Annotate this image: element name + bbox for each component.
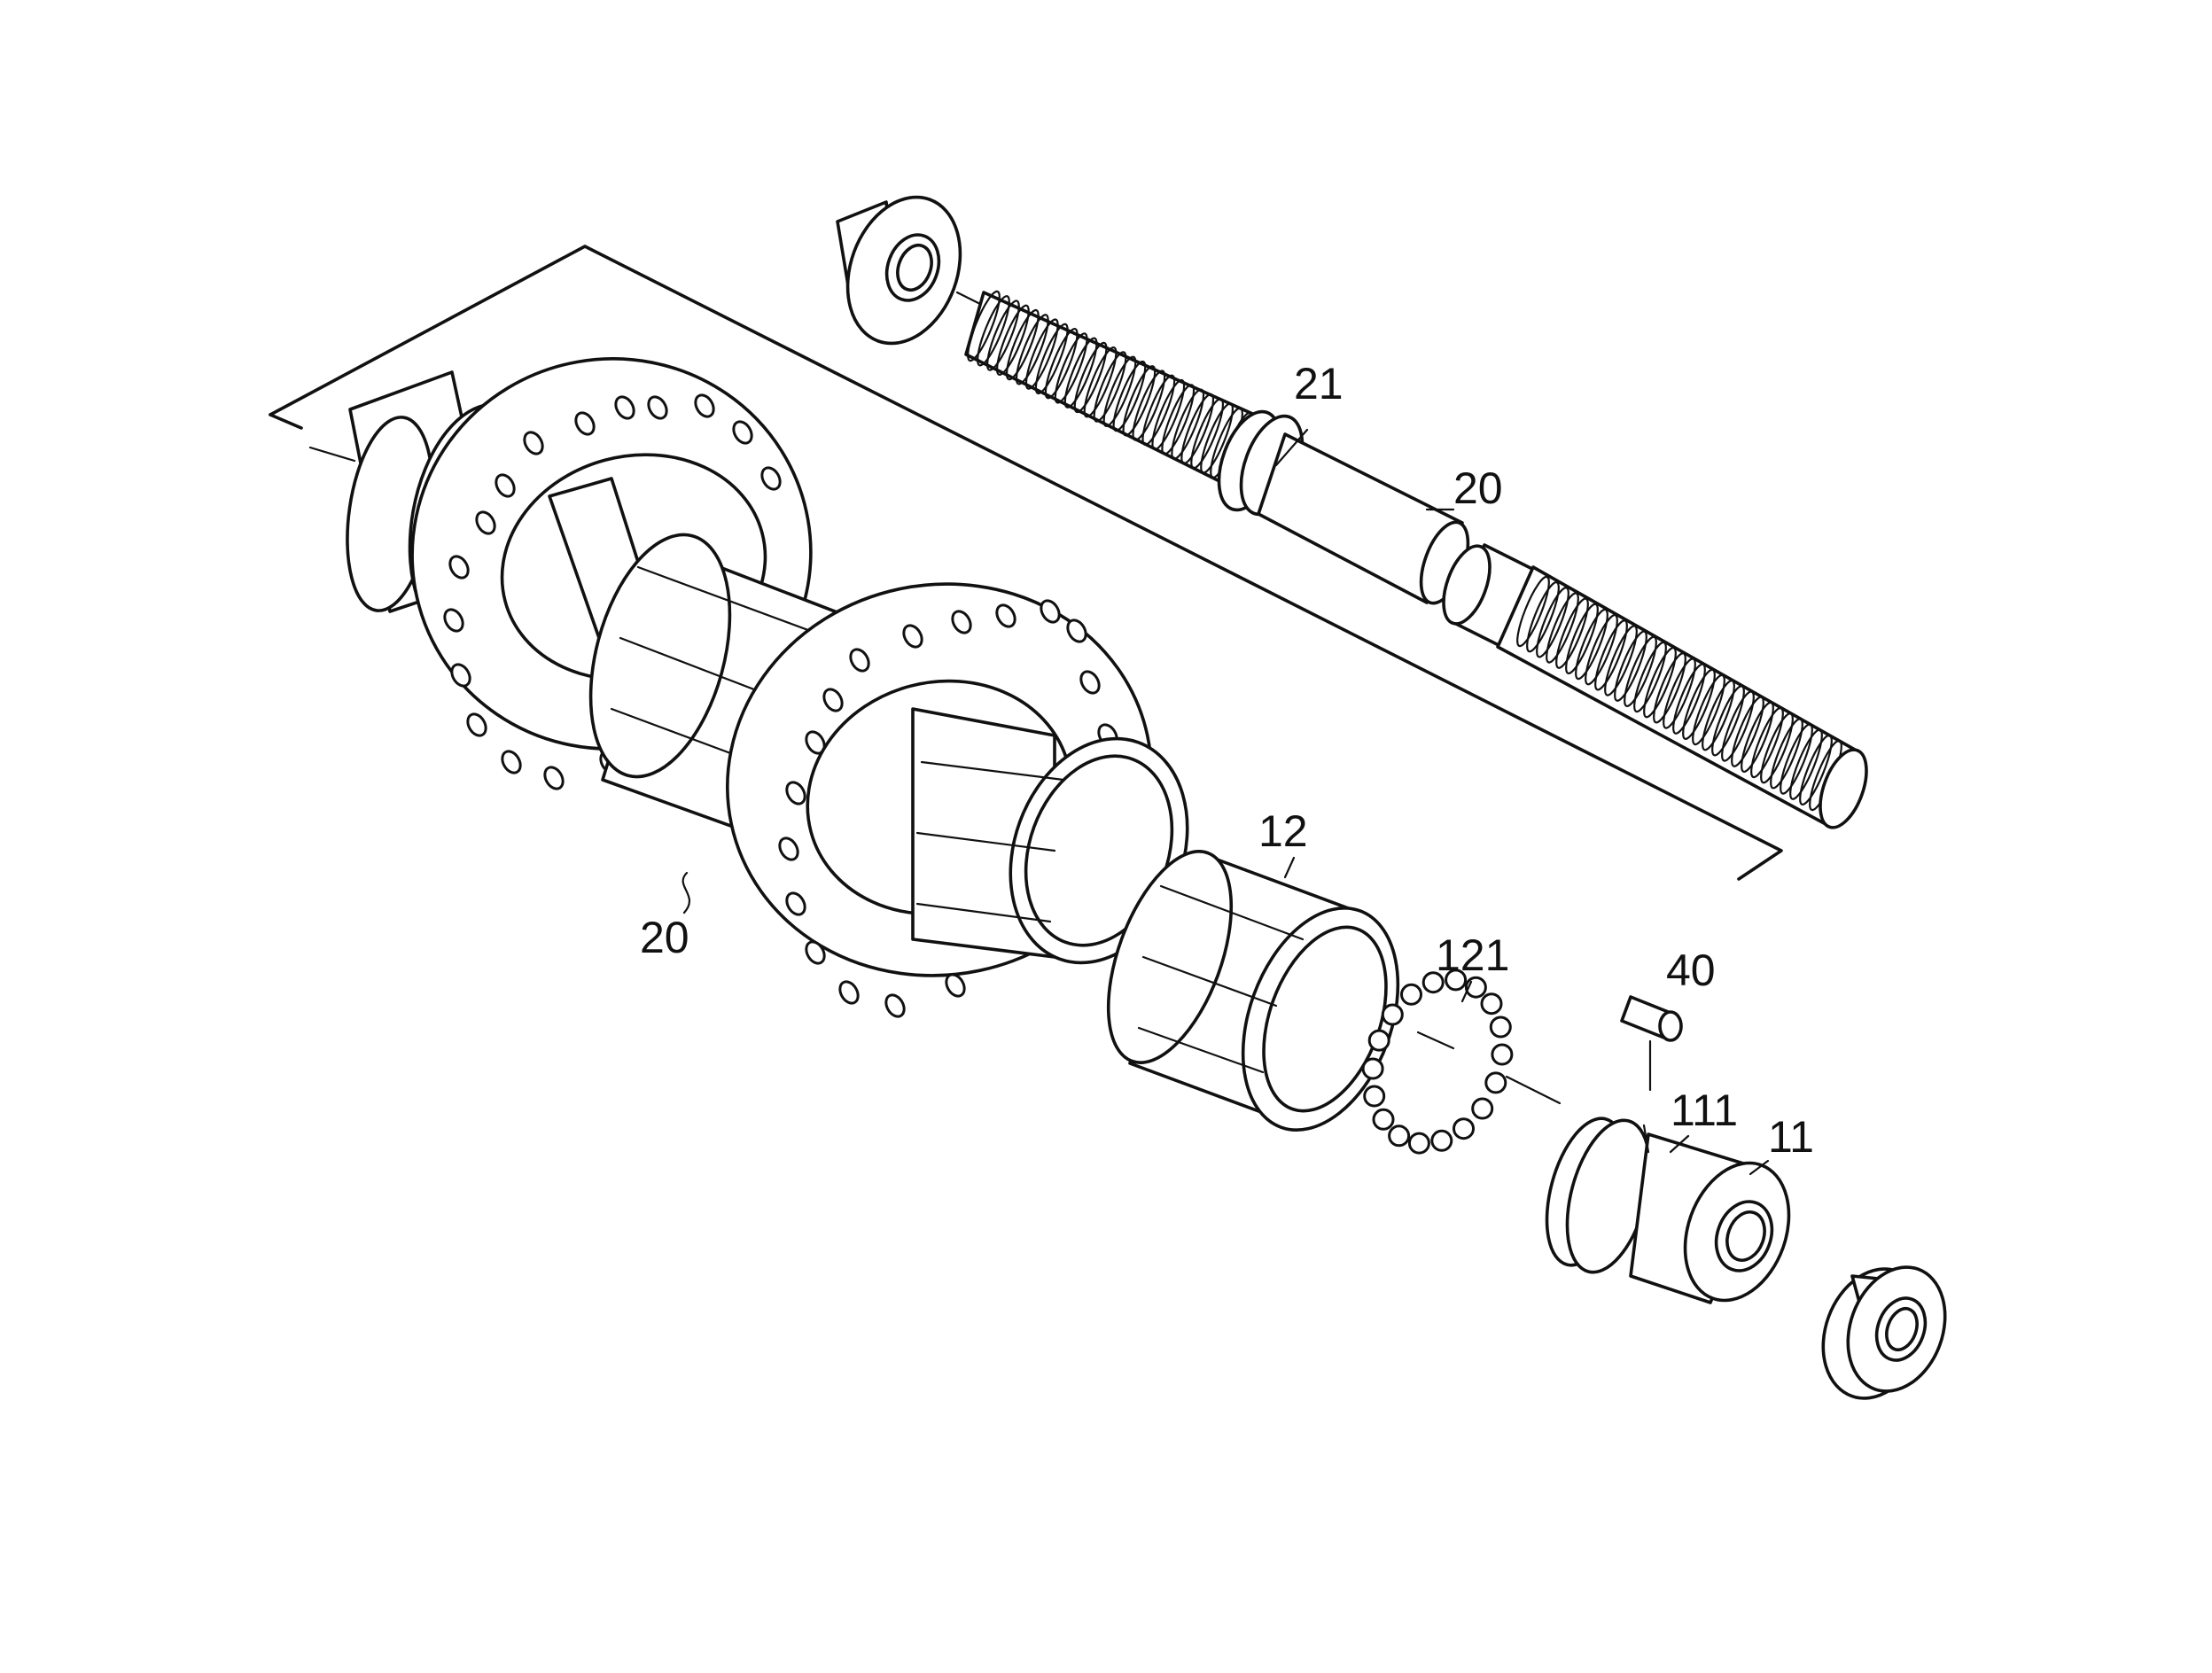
bearing-ball	[1361, 1057, 1384, 1080]
bearing-ball	[1430, 1129, 1453, 1152]
thread-ridge	[1112, 360, 1147, 432]
label-axle-collar: 21	[1294, 359, 1344, 409]
label-bearing-balls: 121	[1436, 930, 1509, 980]
thread-ridge	[967, 290, 1001, 362]
label-sleeve: 12	[1258, 806, 1308, 856]
pin	[1620, 995, 1683, 1092]
right-flange-spoke-holes	[778, 599, 1118, 1018]
thread-ridge	[1171, 388, 1205, 460]
sleeve	[1106, 850, 1400, 1132]
thread-ridge	[1731, 696, 1764, 767]
axle-shaft	[1257, 432, 1470, 605]
thread-ridge	[986, 300, 1020, 371]
label-bearing-cone: 11	[1768, 1112, 1814, 1162]
hub-body	[308, 357, 1189, 1018]
thread-ridge	[1555, 597, 1589, 669]
thread-ridge	[1034, 323, 1069, 395]
thread-ridge	[1161, 384, 1196, 455]
bearing-cone	[1545, 1117, 1791, 1304]
thread-ridge	[1063, 337, 1098, 409]
label-pin: 40	[1666, 945, 1716, 995]
axle-end-nut-lower	[1821, 1265, 1947, 1400]
thread-ridge	[1604, 625, 1638, 696]
thread-ridge	[1536, 587, 1569, 658]
thread-ridge	[1015, 314, 1049, 385]
thread-ridge	[1789, 728, 1823, 800]
thread-ridge	[1122, 365, 1157, 437]
thread-ridge	[1180, 393, 1215, 465]
bearing-ball	[1491, 1043, 1514, 1066]
label-pin-hole: 111	[1671, 1086, 1738, 1135]
thread-ridge	[1624, 635, 1657, 708]
left-flange-spoke-holes	[443, 393, 782, 790]
bearing-ball	[1367, 1029, 1390, 1052]
thread-ridge	[1672, 663, 1706, 735]
axle-thread-lower	[1496, 565, 1868, 829]
bearing-ball	[1445, 969, 1468, 992]
thread-ridge	[1692, 673, 1725, 746]
label-axle: 20	[1453, 463, 1503, 513]
bearing-ball	[1400, 983, 1422, 1006]
thread-ridge	[1005, 308, 1040, 381]
thread-ridge	[1741, 701, 1774, 774]
thread-ridge	[1760, 712, 1794, 784]
thread-ridge	[1102, 355, 1137, 427]
thread-ridge	[1546, 592, 1579, 664]
axle-thread-upper	[964, 290, 1260, 489]
thread-ridge	[1141, 374, 1176, 447]
label-hub-body: 20	[640, 913, 689, 962]
thread-ridge	[1653, 652, 1686, 724]
reference-plane	[269, 245, 1783, 881]
thread-ridge	[1526, 580, 1560, 653]
thread-ridge	[1073, 341, 1108, 414]
thread-ridge	[1585, 613, 1618, 686]
thread-ridge	[1750, 706, 1784, 779]
thread-ridge	[1799, 734, 1833, 806]
thread-ridge	[1054, 332, 1088, 404]
thread-ridge	[1044, 327, 1079, 400]
thread-ridge	[1663, 658, 1696, 729]
axle-end-nut-upper	[836, 195, 962, 346]
bearing-ball	[1407, 1132, 1430, 1155]
bearing-ball	[1372, 1108, 1395, 1131]
bearing-ball	[1484, 1071, 1507, 1094]
bearing-ball	[1363, 1085, 1386, 1108]
thread-ridge	[1132, 370, 1166, 441]
thread-ridge	[1770, 718, 1803, 790]
bearing-ball	[1381, 1003, 1404, 1026]
thread-ridge	[1516, 575, 1550, 648]
right-flange-boss	[806, 679, 1189, 965]
thread-ridge	[1614, 630, 1647, 702]
reference-numerals: 20 20 21 12 121 40 111 11	[640, 359, 1814, 1162]
thread-ridge	[977, 295, 1010, 367]
thread-ridge	[1083, 346, 1118, 418]
leader-lines	[682, 428, 1770, 1176]
thread-ridge	[1190, 398, 1225, 470]
thread-ridge	[1151, 378, 1186, 451]
thread-ridge	[1024, 318, 1059, 390]
bearing-ball	[1480, 992, 1503, 1015]
thread-ridge	[1093, 351, 1127, 423]
axle-shaft-continued	[1442, 543, 1539, 649]
thread-ridge	[1565, 603, 1599, 675]
thread-ridge	[1780, 723, 1813, 795]
axle-assembly	[836, 195, 1868, 829]
thread-ridge	[1200, 402, 1234, 474]
thread-ridge	[995, 304, 1030, 376]
thread-ridge	[1643, 646, 1677, 719]
thread-ridge	[1633, 641, 1667, 713]
bearing-ball	[1453, 1117, 1475, 1140]
thread-ridge	[1575, 608, 1608, 681]
thread-ridge	[1682, 668, 1716, 741]
thread-ridge	[1721, 690, 1755, 762]
thread-ridge	[1702, 679, 1735, 751]
bearing-ball-ring	[1361, 969, 1514, 1155]
bearing-ball	[1489, 1015, 1512, 1039]
thread-ridge	[1594, 619, 1628, 691]
bearing-ball	[1388, 1124, 1411, 1148]
bearing-ball	[1421, 971, 1445, 994]
bearing-ball	[1471, 1097, 1494, 1120]
thread-ridge	[1711, 685, 1745, 757]
